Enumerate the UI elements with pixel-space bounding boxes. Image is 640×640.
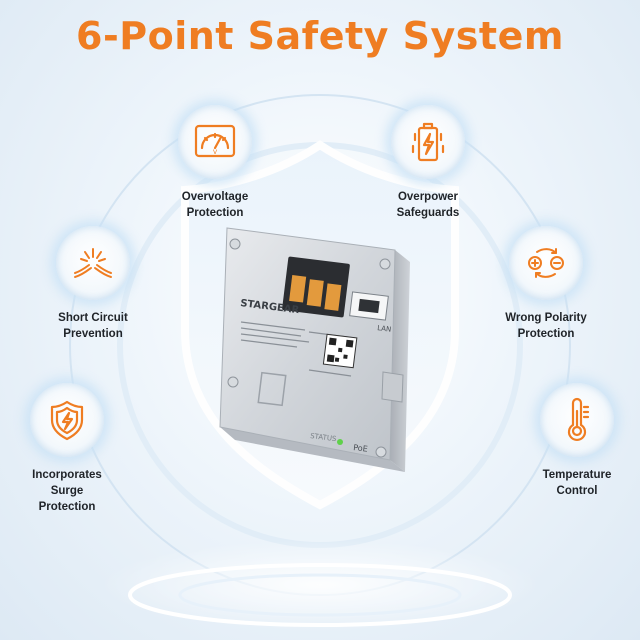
feature-wrong-polarity: Wrong Polarity Protection — [471, 226, 621, 342]
gauge-icon: V — [178, 105, 252, 179]
qr-code — [322, 333, 358, 369]
battery-bolt-icon — [391, 105, 465, 179]
status-label: STATUS — [310, 432, 338, 443]
floor-ring — [128, 563, 512, 627]
feature-label: Wrong Polarity Protection — [505, 312, 587, 340]
feature-label: Overpower Safeguards — [396, 191, 460, 219]
feature-overpower: Overpower Safeguards — [353, 105, 503, 221]
spec-text-lines — [240, 321, 356, 377]
polarity-cycle-icon — [509, 226, 583, 300]
shield-bolt-icon — [30, 383, 104, 457]
poe-injector-device: STARGEAR LAN STATUS PoE — [205, 222, 425, 487]
page-title: 6-Point Safety System — [76, 14, 564, 58]
feature-label: Incorporates Surge Protection — [32, 469, 102, 513]
status-led — [337, 439, 343, 445]
port-label: LAN — [377, 324, 392, 334]
spark-wire-icon — [56, 226, 130, 300]
feature-label: Overvoltage Protection — [181, 191, 249, 219]
svg-text:V: V — [213, 149, 218, 156]
feature-label: Short Circuit Prevention — [58, 312, 128, 340]
feature-label: Temperature Control — [542, 469, 612, 497]
thermometer-icon — [540, 383, 614, 457]
feature-overvoltage: V Overvoltage Protection — [140, 105, 290, 221]
feature-surge: Incorporates Surge Protection — [0, 383, 142, 515]
feature-short-circuit: Short Circuit Prevention — [18, 226, 168, 342]
feature-temperature: Temperature Control — [502, 383, 640, 499]
poe-label: PoE — [353, 443, 368, 454]
